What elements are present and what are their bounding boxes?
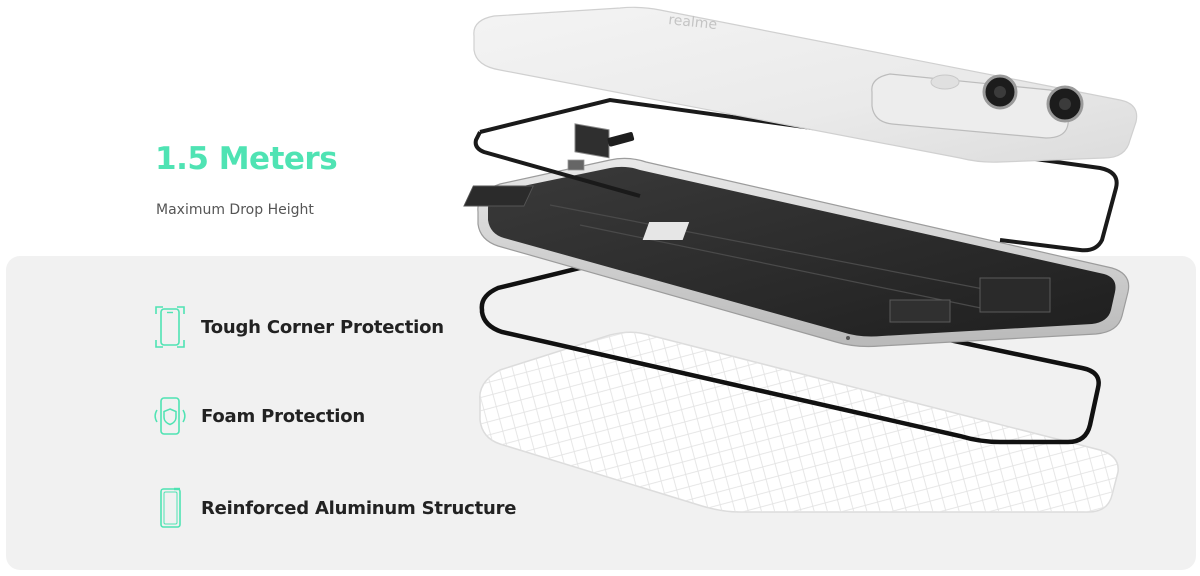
phone-corner-protection-icon bbox=[150, 302, 190, 352]
foam-layer bbox=[479, 331, 1119, 513]
gasket-frame-layer bbox=[473, 97, 1119, 253]
feature-tough-corner: Tough Corner Protection bbox=[150, 302, 444, 352]
feature-label: Foam Protection bbox=[201, 405, 365, 427]
exploded-phone-illustration: realme bbox=[440, 0, 1200, 576]
back-cover-layer: realme bbox=[473, 6, 1138, 163]
aluminum-frame-layer bbox=[463, 157, 1130, 348]
brand-mark: realme bbox=[668, 12, 718, 33]
phone-shield-icon bbox=[150, 391, 190, 441]
drop-height-headline: 1.5 Meters bbox=[155, 141, 338, 177]
component-bracket bbox=[567, 123, 635, 171]
drop-height-subline: Maximum Drop Height bbox=[156, 202, 314, 218]
feature-label: Tough Corner Protection bbox=[201, 316, 444, 338]
feature-aluminum: Reinforced Aluminum Structure bbox=[150, 483, 516, 533]
feature-foam: Foam Protection bbox=[150, 391, 365, 441]
feature-label: Reinforced Aluminum Structure bbox=[201, 497, 517, 519]
phone-frame-icon bbox=[150, 483, 190, 533]
